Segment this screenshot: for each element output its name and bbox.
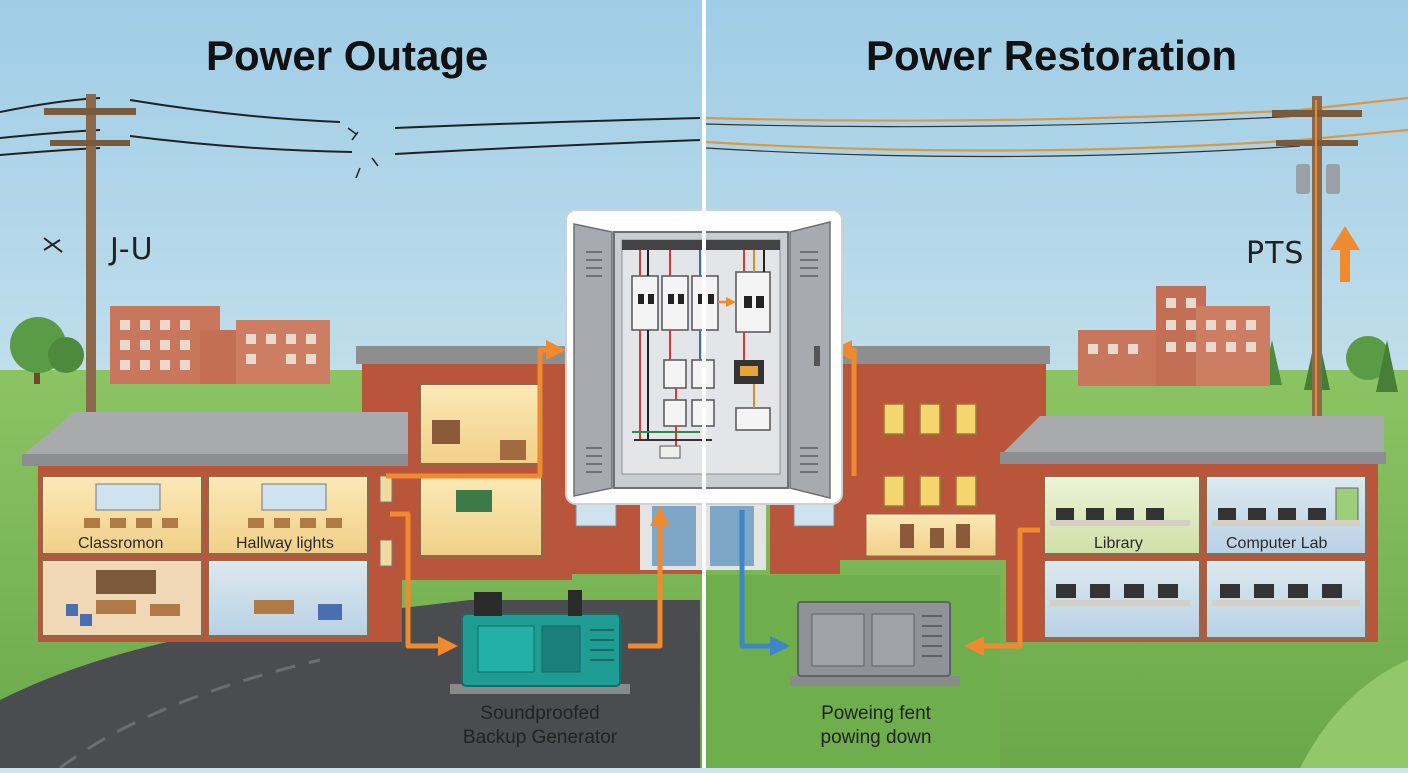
- idle-generator: [790, 601, 960, 686]
- background-building-right: [1078, 286, 1270, 386]
- trees-left: [10, 317, 84, 384]
- pole-sign-left: J-U: [110, 232, 154, 267]
- room-label-classroom: Classromon: [78, 535, 164, 552]
- background-building-left: [110, 306, 330, 384]
- utility-pole-left: [43, 94, 136, 430]
- generator-caption: Soundproofed Backup Generator: [440, 702, 640, 750]
- utility-pole-right: [1272, 96, 1362, 426]
- divider: [702, 0, 706, 768]
- room-label-library: Library: [1094, 535, 1143, 552]
- school-building-right: [836, 346, 1386, 642]
- generator-caption-line1: Soundproofed: [480, 703, 600, 724]
- backup-generator: [450, 590, 630, 694]
- room-label-computer-lab: Computer Lab: [1226, 535, 1328, 552]
- power-lines-live: [705, 96, 1408, 158]
- title-power-outage: Power Outage: [206, 32, 489, 79]
- arrow-up-icon: [1330, 226, 1360, 282]
- title-power-restoration: Power Restoration: [866, 32, 1238, 79]
- generator-caption-line2: Backup Generator: [462, 727, 618, 748]
- right-caption-line2: powing down: [820, 727, 932, 748]
- right-caption-line1: Poweing fent: [821, 703, 931, 724]
- school-building-left: [22, 346, 578, 642]
- power-flow-arrows: [386, 340, 1040, 656]
- right-caption: Poweing fent powing down: [776, 702, 976, 750]
- room-label-hallway: Hallway lights: [236, 535, 334, 552]
- power-lines-broken: [0, 97, 701, 179]
- pole-sign-right: PTS: [1246, 236, 1305, 271]
